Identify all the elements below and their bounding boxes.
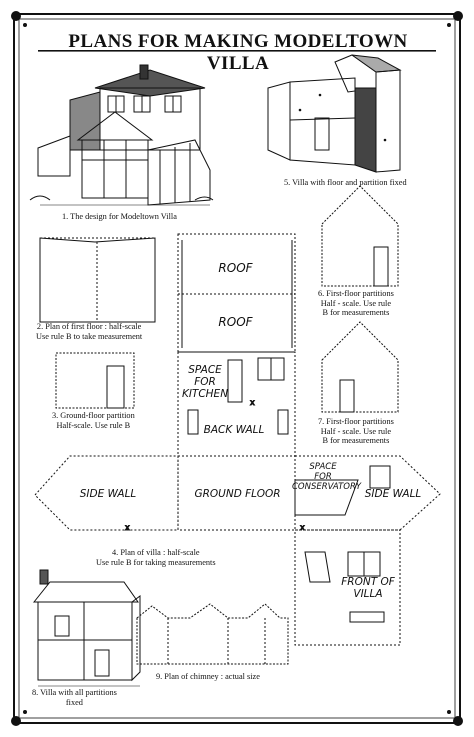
label-space-for-conservatory: SPACE FOR CONSERVATORY <box>292 462 362 492</box>
first-floor-partition-7 <box>321 321 399 413</box>
svg-text:x: x <box>125 523 130 532</box>
villa-all-partitions-illustration <box>32 569 141 687</box>
ground-floor-partition <box>55 352 135 409</box>
label-roof-lower: ROOF <box>218 315 253 329</box>
label-ground-floor: GROUND FLOOR <box>194 488 281 500</box>
caption-fig-6: 6. First-floor partitions Half - scale. … <box>318 289 394 317</box>
first-floor-partition-6 <box>321 185 399 287</box>
caption-fig-4: 4. Plan of villa : half-scale Use rule B… <box>96 548 216 567</box>
label-side-wall-right: SIDE WALL <box>364 488 422 500</box>
villa-design-illustration <box>29 64 214 206</box>
label-side-wall-left: SIDE WALL <box>79 488 137 500</box>
first-floor-plan <box>39 237 156 323</box>
label-front-of-villa: FRONT OF VILLA <box>341 576 395 600</box>
label-space-for-kitchen: SPACE FOR KITCHEN <box>181 364 229 400</box>
caption-fig-5: 5. Villa with floor and partition fixed <box>284 178 407 187</box>
svg-text:x: x <box>300 523 305 532</box>
caption-fig-1: 1. The design for Modeltown Villa <box>62 212 177 221</box>
caption-fig-9: 9. Plan of chimney : actual size <box>156 672 260 681</box>
villa-floor-partition-illustration <box>267 54 402 173</box>
caption-fig-2: 2. Plan of first floor : half-scale Use … <box>36 322 143 341</box>
caption-fig-7: 7. First-floor partitions Half - scale. … <box>318 417 394 445</box>
villa-net-plan: x x x <box>34 233 441 646</box>
label-back-wall: BACK WALL <box>203 424 265 436</box>
svg-text:x: x <box>250 398 255 407</box>
caption-fig-3: 3. Ground-floor partition Half-scale. Us… <box>52 411 135 430</box>
caption-fig-8: 8. Villa with all partitions fixed <box>32 688 117 707</box>
page-border <box>13 13 461 724</box>
chimney-plan <box>136 603 289 665</box>
page-title: PLANS FOR MAKING MODELTOWN VILLA <box>68 31 408 74</box>
label-roof-upper: ROOF <box>218 261 253 275</box>
corner-ornaments <box>11 11 463 726</box>
